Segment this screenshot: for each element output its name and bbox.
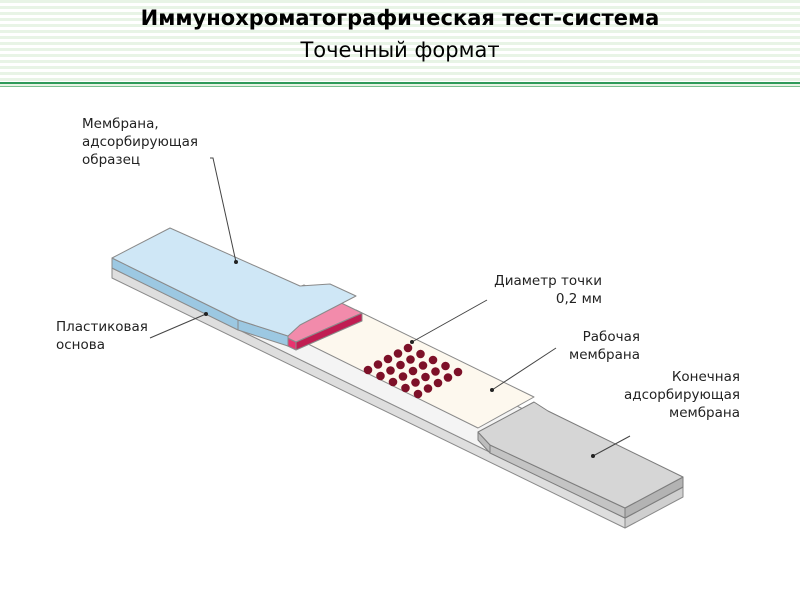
test-dot: [388, 377, 398, 387]
test-dot: [416, 349, 425, 359]
leader-plastic-base: [149, 313, 207, 339]
label-line: основа: [56, 337, 105, 353]
label-line: адсорбирующая: [624, 387, 740, 403]
sample-pad-top: [111, 227, 357, 337]
label-line: Диаметр точки: [494, 273, 602, 289]
test-dot: [431, 367, 440, 376]
test-dot: [421, 372, 430, 382]
dot-grid: [363, 343, 463, 399]
test-dot: [401, 383, 410, 393]
test-dot: [418, 361, 428, 370]
leader-working-membrane: [491, 347, 557, 391]
test-dot: [433, 378, 443, 388]
test-dot: [413, 389, 423, 399]
label-line: мембрана: [569, 347, 640, 363]
leader-endpoints: [204, 260, 595, 458]
slide-title: Иммунохроматографическая тест-система: [140, 6, 660, 30]
label-line: образец: [82, 152, 141, 168]
leader-dot-diameter: [410, 340, 414, 344]
label-line: Рабочая: [582, 329, 640, 345]
test-dot: [423, 384, 433, 393]
leader-dot-base: [204, 312, 208, 316]
header-divider-thin: [0, 86, 800, 87]
label-end-membrane: Конечная адсорбирующая мембрана: [600, 368, 740, 422]
end-pad: [477, 401, 684, 519]
slide-subtitle: Точечный формат: [300, 38, 500, 62]
label-dot-diameter: Диаметр точки 0,2 мм: [470, 272, 602, 308]
label-line: Мембрана,: [82, 116, 159, 132]
leader-lines: [149, 157, 631, 457]
leader-dot-sample: [234, 260, 238, 264]
leader-dot-working: [490, 388, 494, 392]
label-line: мембрана: [669, 405, 740, 421]
header-divider: [0, 82, 800, 84]
label-line: 0,2 мм: [555, 291, 602, 307]
test-dot: [408, 366, 418, 376]
test-dot: [443, 373, 453, 382]
label-plastic-base: Пластиковая основа: [56, 318, 148, 354]
test-dot: [406, 355, 415, 364]
leader-dot-end: [591, 454, 595, 458]
label-line: Пластиковая: [56, 319, 148, 335]
label-working-membrane: Рабочая мембрана: [540, 328, 640, 364]
sample-pad: [111, 227, 357, 347]
leader-dot-diameter: [411, 299, 488, 343]
test-dot: [363, 365, 373, 375]
test-dot: [428, 355, 438, 365]
test-dot: [441, 361, 450, 371]
test-dot: [386, 366, 395, 375]
test-dot: [453, 367, 463, 377]
test-dot: [376, 371, 385, 381]
test-dot: [411, 378, 420, 387]
label-line: Конечная: [671, 369, 740, 385]
test-dot: [403, 343, 413, 353]
leader-end-membrane: [592, 435, 631, 457]
end-pad-top: [477, 401, 684, 509]
test-dot: [383, 354, 393, 364]
test-dot: [393, 349, 403, 358]
leader-sample-membrane: [210, 157, 237, 263]
label-sample-membrane: Мембрана, адсорбирующая образец: [82, 115, 198, 169]
test-dot: [373, 360, 383, 369]
test-dot: [398, 372, 408, 381]
label-line: адсорбирующая: [82, 134, 198, 150]
test-dot: [396, 360, 405, 370]
slide-header: [0, 0, 800, 87]
